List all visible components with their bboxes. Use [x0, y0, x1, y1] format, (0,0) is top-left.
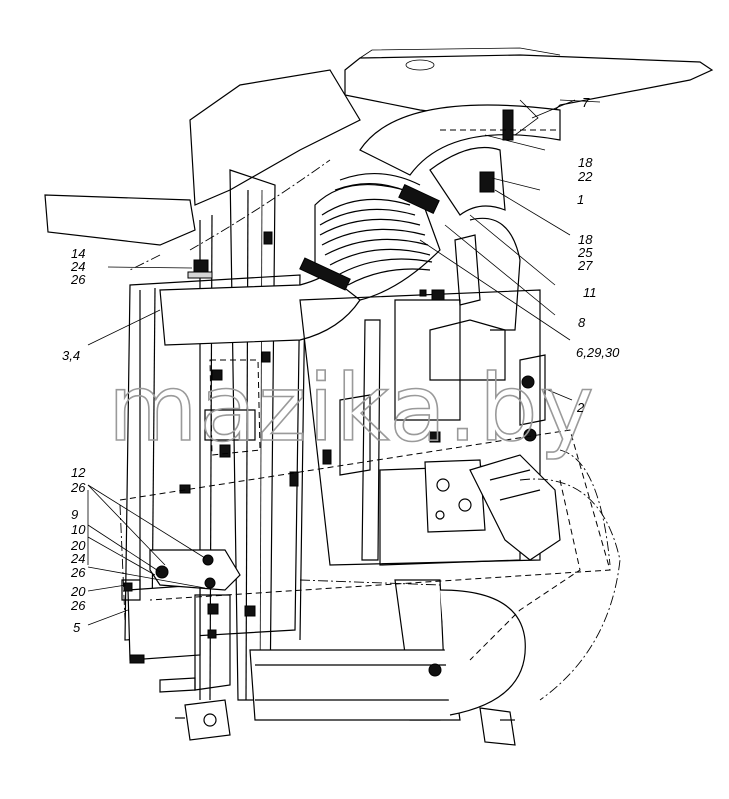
- callout-26-c: 26: [70, 565, 86, 580]
- fasteners: [179, 231, 445, 617]
- callout-10: 10: [71, 522, 86, 537]
- cab-floor-panel: [44, 47, 714, 246]
- callout-2: 2: [576, 400, 585, 415]
- callout-25: 25: [577, 245, 593, 260]
- callout-9: 9: [71, 507, 78, 522]
- callout-24-b: 24: [70, 551, 85, 566]
- callout-18-mid: 18: [578, 232, 593, 247]
- callout-7: 7: [582, 95, 590, 110]
- callout-12: 12: [71, 465, 86, 480]
- callout-11: 11: [583, 285, 597, 300]
- engine-block: [299, 109, 546, 566]
- lower-pipes: [249, 454, 561, 721]
- callout-14: 14: [71, 246, 85, 261]
- reservoir: [127, 584, 516, 746]
- callout-26-b: 26: [70, 480, 86, 495]
- callout-18-top: 18: [578, 155, 593, 170]
- callout-26-d: 26: [70, 598, 86, 613]
- callout-5: 5: [73, 620, 81, 635]
- mounting-bracket: [121, 549, 241, 601]
- callout-26-top: 26: [70, 272, 86, 287]
- corrugated-hose: [299, 173, 441, 301]
- callout-20-b: 20: [70, 584, 86, 599]
- watermark-text: mazika.by: [108, 355, 596, 462]
- callout-6-29-30: 6,29,30: [576, 345, 620, 360]
- callout-22: 22: [577, 169, 593, 184]
- callout-labels: 7 18 22 1 18 25 27 11 8 6,29,30 2 14 24 …: [62, 95, 620, 635]
- leader-lines: [87, 99, 576, 626]
- callout-27: 27: [577, 258, 593, 273]
- callout-24-top: 24: [70, 259, 85, 274]
- callout-20-a: 20: [70, 538, 86, 553]
- hidden-outlines: [119, 129, 621, 701]
- callout-1: 1: [577, 192, 584, 207]
- callout-3-4: 3,4: [62, 348, 80, 363]
- callout-8: 8: [578, 315, 586, 330]
